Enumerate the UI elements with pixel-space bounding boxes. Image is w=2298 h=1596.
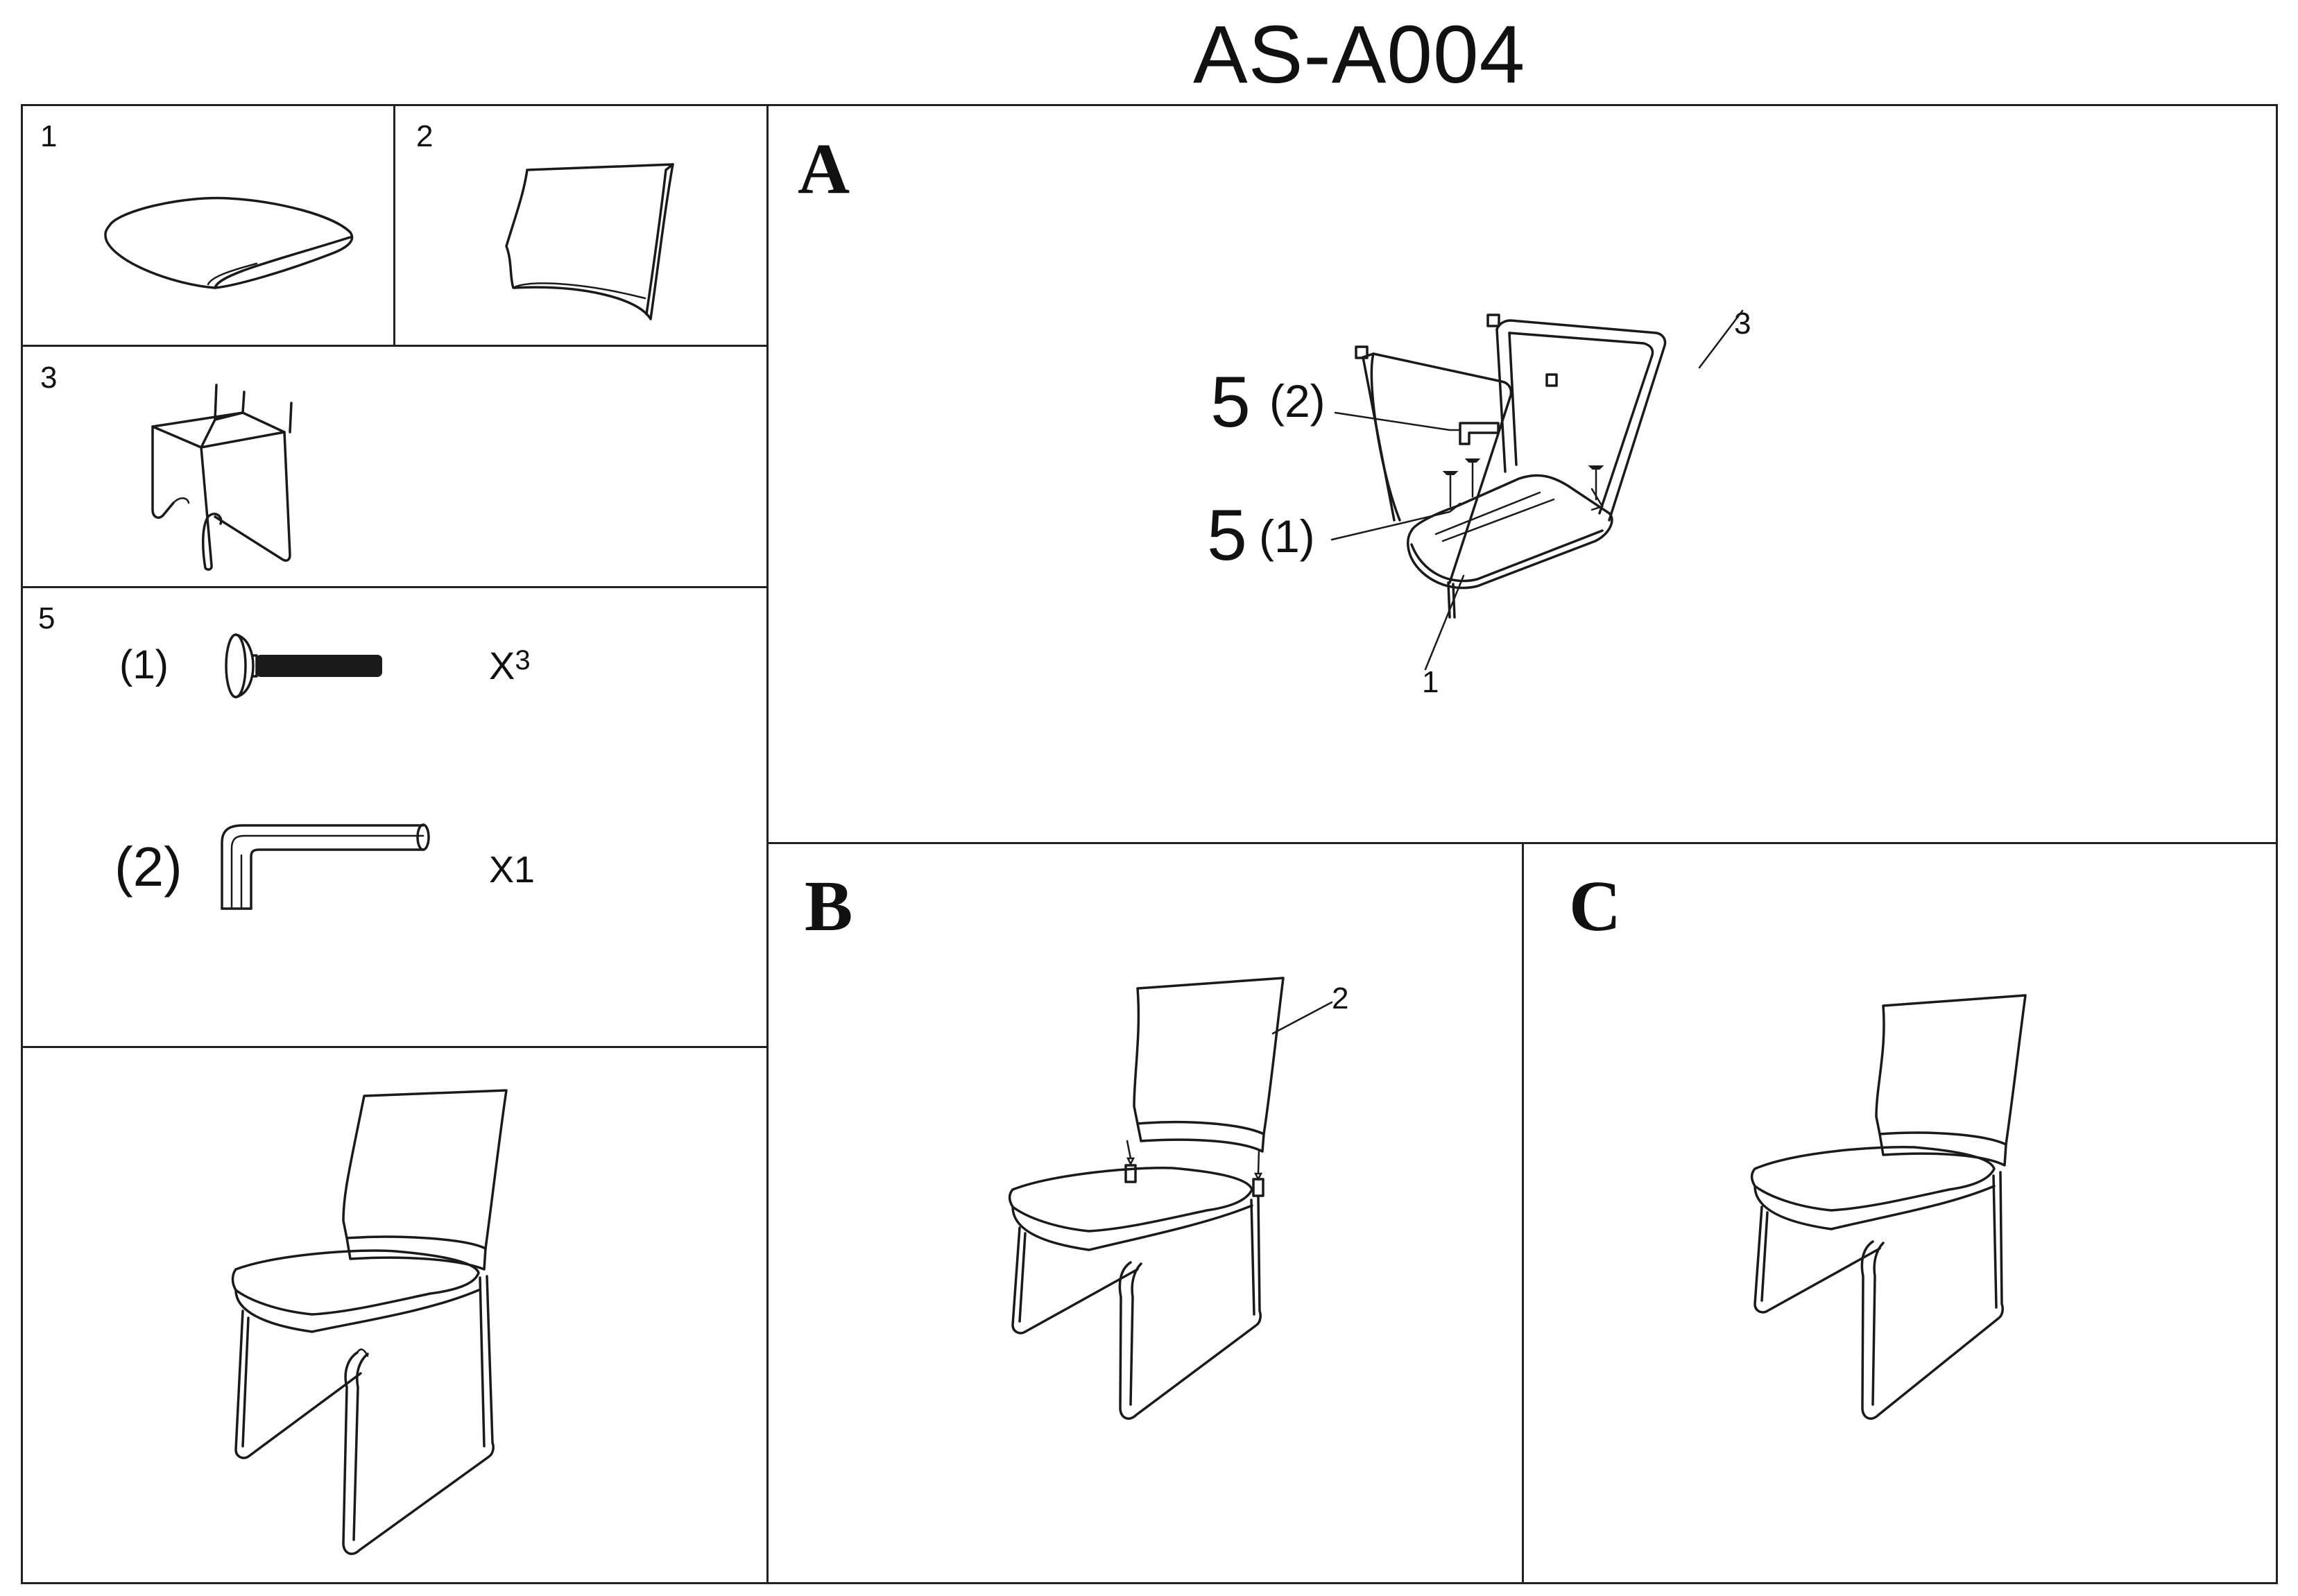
step-a-key-number: 5	[1210, 362, 1251, 443]
step-a-bolt-number: 5	[1207, 495, 1247, 576]
step-a-letter: A	[798, 129, 850, 209]
border-left	[21, 104, 23, 1584]
document-title: AS-A004	[1193, 9, 1526, 101]
divider-row3	[21, 1046, 768, 1048]
assembled-chair-illustration	[231, 1089, 508, 1555]
step-b-illustration	[1008, 977, 1333, 1420]
step-c-illustration	[1750, 994, 2027, 1420]
step-c-letter: C	[1569, 866, 1622, 946]
divider-row2	[21, 586, 768, 588]
seat-cushion-illustration	[104, 196, 354, 289]
bolt-quantity: X3	[489, 646, 531, 685]
border-bottom	[21, 1582, 2278, 1584]
step-a-callout-seat: 1	[1422, 665, 1439, 699]
backrest-illustration	[505, 163, 674, 320]
step-a-callout-frame: 3	[1734, 307, 1751, 341]
bolt-quantity-prefix: X	[489, 644, 515, 687]
part-number-frame: 3	[40, 361, 58, 395]
allen-key-quantity: X1	[489, 849, 535, 891]
step-a-illustration	[1330, 309, 1744, 671]
step-a-key-sub: (2)	[1269, 375, 1326, 427]
divider-row1	[21, 345, 768, 347]
border-right	[2276, 104, 2278, 1584]
frame-illustration	[151, 384, 293, 571]
part-number-back: 2	[416, 119, 434, 153]
bolt-quantity-value: 3	[515, 645, 531, 676]
allen-key-icon	[221, 823, 430, 910]
divider-step-b-c	[1522, 842, 1524, 1584]
border-top	[21, 104, 2278, 106]
allen-key-label: (2)	[114, 836, 182, 898]
step-b-letter: B	[805, 866, 853, 946]
step-b-callout-back: 2	[1332, 981, 1349, 1015]
bolt-label: (1)	[119, 642, 169, 687]
divider-left-column	[766, 104, 769, 1584]
bolt-icon	[225, 633, 382, 698]
part-number-seat: 1	[40, 119, 58, 153]
part-number-hardware: 5	[38, 601, 55, 635]
step-a-bolt-sub: (1)	[1259, 510, 1315, 562]
divider-part1-part2	[393, 104, 395, 345]
